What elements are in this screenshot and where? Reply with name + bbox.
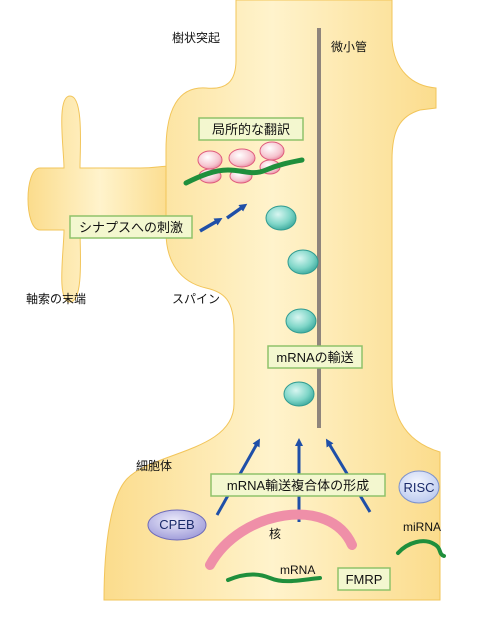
ribosome (197, 150, 223, 170)
microtubule-label: 微小管 (331, 39, 367, 54)
mrna-granule (283, 381, 315, 407)
fmrp-label: FMRP (346, 572, 383, 587)
local-translation-label: 局所的な翻訳 (212, 122, 290, 137)
cell-body-label: 細胞体 (136, 459, 172, 473)
mrna-granule (287, 249, 319, 275)
transport-complex-box: mRNA輸送複合体の形成 (210, 473, 386, 497)
neuron-shape (103, 0, 441, 601)
cpeb-oval (147, 509, 207, 541)
dendrite-label: 樹状突起 (172, 30, 220, 45)
fmrp-box: FMRP (337, 567, 391, 591)
risc-oval (398, 470, 440, 504)
stimulus-arrow (225, 203, 248, 220)
ribosome (228, 148, 256, 168)
ribosome (259, 141, 285, 161)
mrna-label: mRNA (280, 563, 315, 577)
local-translation-box: 局所的な翻訳 (198, 117, 304, 141)
transport-complex-label: mRNA輸送複合体の形成 (227, 478, 369, 493)
cpeb-label: CPEB (159, 517, 194, 532)
risc-label: RISC (403, 480, 434, 495)
mrna-transport-label: mRNAの輸送 (276, 350, 353, 365)
synaptic-stimulus-box: シナプスへの刺激 (69, 215, 193, 239)
synaptic-stimulus-label: シナプスへの刺激 (79, 220, 183, 235)
axon-terminal-label: 軸索の末端 (26, 292, 86, 306)
mrna-strand-spine (183, 157, 305, 186)
stimulus-arrow (199, 217, 223, 233)
nucleus-arc (205, 509, 357, 570)
mrna-strand-soma (226, 572, 322, 584)
stimulus-arrows (199, 203, 248, 233)
mirna-label: miRNA (403, 520, 441, 534)
transport-granules (265, 205, 319, 407)
mrna-granule (265, 205, 297, 231)
mrna-transport-box: mRNAの輸送 (267, 345, 363, 369)
nucleus-label: 核 (269, 527, 281, 541)
spine-label: スパイン (172, 292, 220, 306)
mrna-granule (285, 308, 317, 334)
axon-terminal-shape (27, 95, 173, 303)
mirna-strand (396, 539, 446, 558)
